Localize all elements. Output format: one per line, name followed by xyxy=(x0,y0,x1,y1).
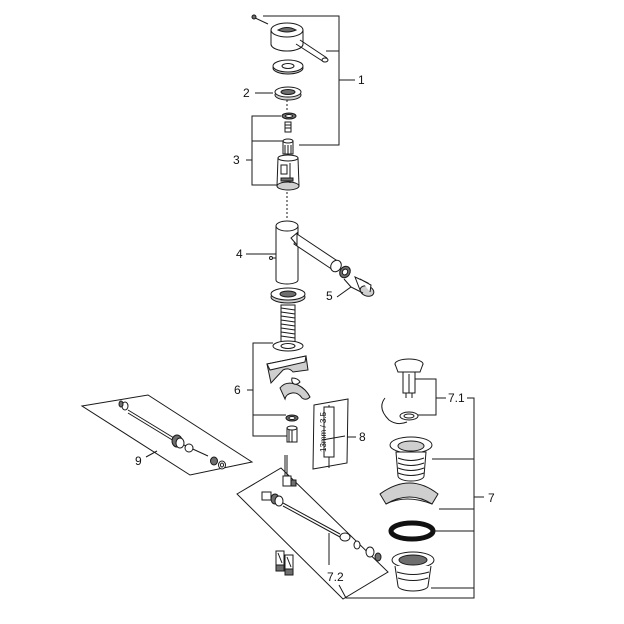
cartridge-assembly[interactable] xyxy=(276,112,300,191)
stem-pin xyxy=(284,121,292,133)
callout-1: 1 xyxy=(358,73,365,87)
callout-6: 6 xyxy=(234,383,241,397)
callout-labels: 1 2 3 4 5 6 7.1 7 7.2 8 9 xyxy=(135,73,495,584)
popup-rod-set[interactable] xyxy=(80,394,254,476)
swivel-outlet xyxy=(354,276,375,297)
rod-ball xyxy=(171,434,185,449)
popup-plug xyxy=(394,358,424,398)
threaded-shank xyxy=(280,304,296,343)
horseshoe-plate xyxy=(266,355,309,385)
nut xyxy=(281,112,297,120)
aerator-nut xyxy=(339,265,351,279)
cartridge-body xyxy=(276,154,300,191)
callout-8: 8 xyxy=(359,430,366,444)
swivel-aerator[interactable] xyxy=(338,264,376,298)
callout-7: 7 xyxy=(488,491,495,505)
faucet-body[interactable] xyxy=(269,220,344,285)
o-ring xyxy=(388,520,436,542)
handle-ring xyxy=(272,59,304,75)
callout-7-2: 7.2 xyxy=(327,570,344,584)
handle-lever xyxy=(270,22,329,63)
mounting-flange xyxy=(270,287,306,304)
spindle xyxy=(282,138,294,155)
tool-size-label: 13mm / 3.5 xyxy=(319,411,328,452)
clip-bracket xyxy=(282,455,297,487)
rod-knob xyxy=(118,400,129,411)
fixing-washer xyxy=(272,340,304,352)
waste-set[interactable] xyxy=(236,358,439,600)
callout-4: 4 xyxy=(236,247,243,261)
callout-5: 5 xyxy=(326,289,333,303)
cover-cap[interactable] xyxy=(274,86,302,101)
waste-nut xyxy=(391,551,435,592)
horseshoe-clamp xyxy=(279,377,311,401)
plug-seal xyxy=(399,411,419,421)
handle-screw xyxy=(251,14,269,25)
svg-text:13mm / 3.5: 13mm / 3.5 xyxy=(319,411,328,452)
flexible-hoses xyxy=(275,550,294,576)
waste-flange xyxy=(389,436,433,482)
fixing-nut xyxy=(285,414,299,422)
popup-lever xyxy=(236,467,389,600)
rod-collar xyxy=(184,443,226,470)
leader-lines xyxy=(145,15,484,599)
basin-gasket xyxy=(379,482,439,505)
callout-7-1: 7.1 xyxy=(448,391,465,405)
handle-assembly[interactable] xyxy=(251,14,329,75)
fixing-set[interactable] xyxy=(266,340,311,443)
callout-9: 9 xyxy=(135,454,142,468)
callout-3: 3 xyxy=(233,153,240,167)
mounting-tool[interactable]: 13mm / 3.5 xyxy=(312,398,349,470)
fixing-bolt xyxy=(286,425,298,443)
callout-2: 2 xyxy=(243,86,250,100)
